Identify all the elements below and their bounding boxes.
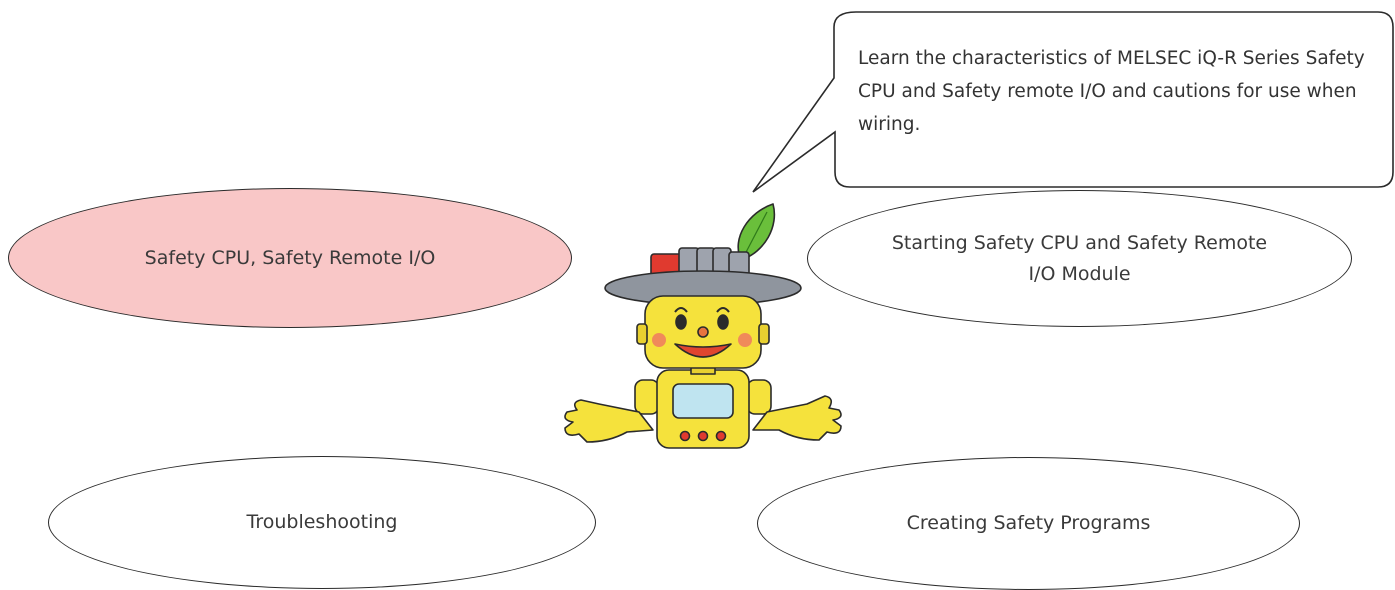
menu-item-label: Starting Safety CPU and Safety Remote I/… [891,231,1268,285]
menu-item-starting-safety-cpu[interactable]: Starting Safety CPU and Safety Remote I/… [807,190,1352,327]
menu-item-troubleshooting[interactable]: Troubleshooting [48,456,596,589]
robot-mascot-icon [564,203,842,449]
speech-bubble-text: Learn the characteristics of MELSEC iQ-R… [858,48,1365,135]
menu-item-creating-safety-programs[interactable]: Creating Safety Programs [757,457,1300,590]
menu-item-label: Safety CPU, Safety Remote I/O [144,246,436,269]
menu-item-label: Creating Safety Programs [906,512,1151,534]
menu-item-label: Troubleshooting [246,511,398,533]
menu-item-safety-cpu-remote-io[interactable]: Safety CPU, Safety Remote I/O [8,188,572,328]
